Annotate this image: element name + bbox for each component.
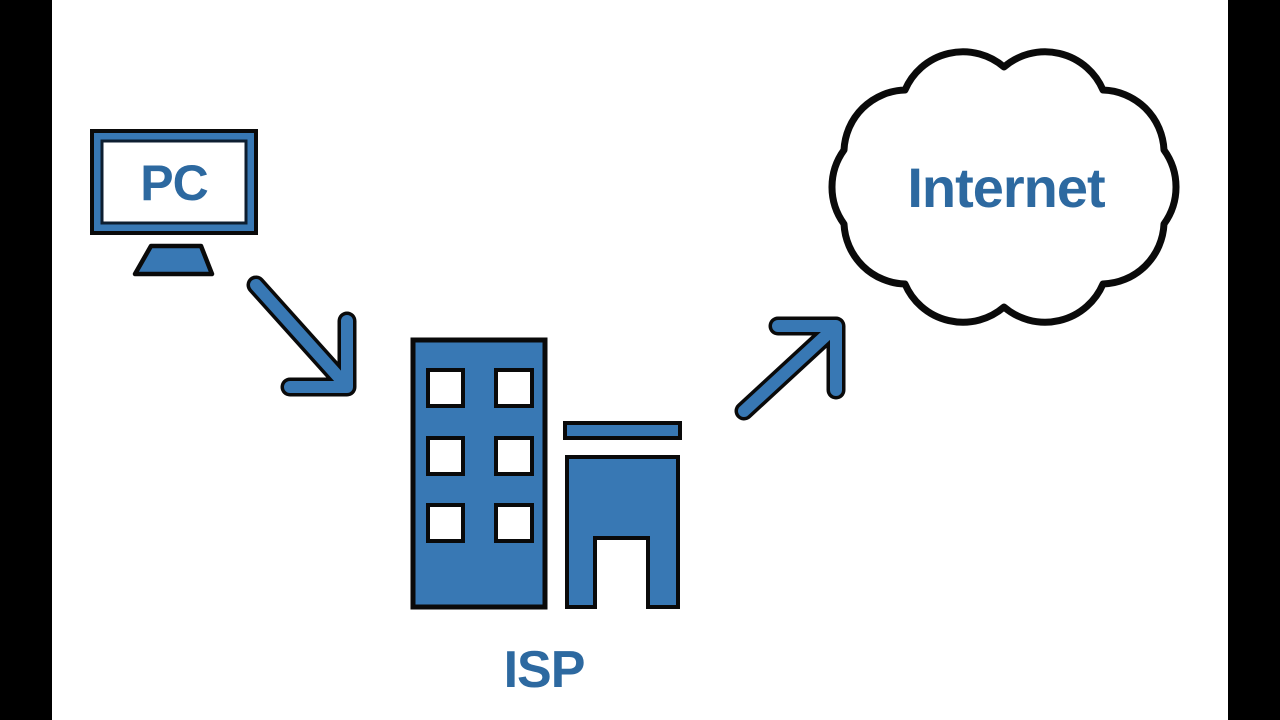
pc-label: PC (140, 155, 207, 211)
pillarbox-left (0, 0, 52, 720)
arrow-down-right-icon (250, 279, 353, 393)
internet-label: Internet (907, 156, 1105, 219)
monitor-stand (132, 243, 215, 277)
internet-node: Internet (828, 48, 1180, 326)
desktop-monitor-icon (90, 129, 258, 277)
building-window (426, 503, 465, 543)
building-window (494, 436, 534, 476)
building-window (494, 503, 534, 543)
isp-node: ISP (410, 337, 682, 699)
pillarbox-right (1228, 0, 1280, 720)
building-window (494, 368, 534, 408)
building-window (426, 368, 465, 408)
monitor-screen (100, 139, 248, 225)
cloud-icon (828, 48, 1180, 326)
edge-pc-to-isp (246, 275, 357, 397)
arrow-up-right-icon (738, 320, 842, 417)
office-building-icon (410, 337, 682, 610)
building-window (426, 436, 465, 476)
annex-roof (563, 421, 682, 440)
edge-isp-to-internet (734, 316, 846, 421)
pc-node: PC (90, 129, 258, 277)
isp-label: ISP (504, 641, 585, 699)
annex-building-with-door (565, 455, 680, 609)
